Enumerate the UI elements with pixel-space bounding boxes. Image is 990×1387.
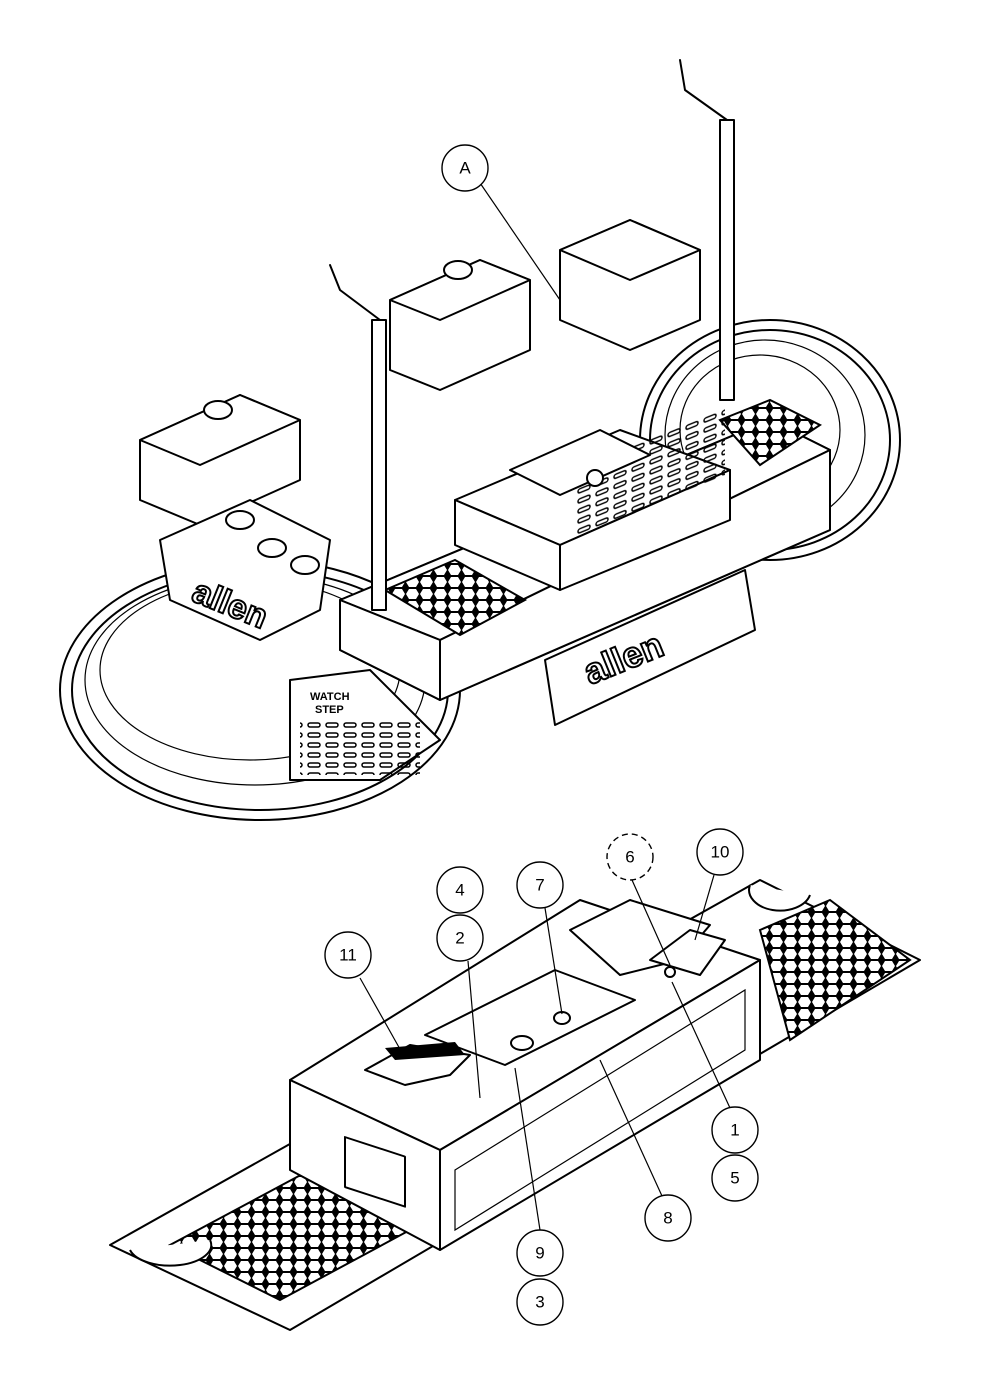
machine-assembly-view: WATCH STEP allen allen A <box>59 59 901 821</box>
fuel-tank-center <box>389 259 531 391</box>
control-panel-plate: allen <box>159 499 331 641</box>
watch-step-decal-line1: WATCH <box>310 691 350 703</box>
callout-6: 6 <box>606 833 671 966</box>
callout-detail-a-label: A <box>459 159 471 178</box>
access-panel <box>424 969 636 1066</box>
control-handle-right <box>679 59 735 401</box>
callout-2: 2 <box>436 914 484 1099</box>
engine-cover-exploded-view: 11 4 2 7 6 10 1 <box>109 828 921 1331</box>
callout-5-label: 5 <box>730 1169 739 1188</box>
callout-8-label: 8 <box>663 1209 672 1228</box>
callout-11: 11 <box>324 931 406 1059</box>
callout-detail-a: A <box>441 144 561 301</box>
fuel-tank-left <box>139 394 301 526</box>
callout-6-label: 6 <box>625 848 634 867</box>
callout-1-label: 1 <box>730 1121 739 1140</box>
callout-7-label: 7 <box>535 876 544 895</box>
callout-10: 10 <box>694 828 744 941</box>
callout-4: 4 <box>436 866 484 914</box>
callout-10-label: 10 <box>711 843 730 862</box>
callout-1: 1 <box>671 981 759 1154</box>
latch-assembly <box>364 1042 471 1086</box>
control-handle-left <box>329 264 387 611</box>
callout-5: 5 <box>711 1154 759 1202</box>
callout-11-label: 11 <box>339 946 357 965</box>
engine-cover-housing <box>454 407 731 591</box>
callout-9: 9 <box>514 1067 564 1277</box>
callout-8: 8 <box>599 1059 692 1242</box>
callout-7: 7 <box>516 861 564 1015</box>
access-hole <box>510 1035 534 1051</box>
hinge-bracket <box>569 899 726 978</box>
callout-3-label: 3 <box>535 1293 544 1312</box>
watch-step-decal-line2: STEP <box>315 704 344 716</box>
callout-2-label: 2 <box>455 929 464 948</box>
callout-4-label: 4 <box>455 881 464 900</box>
callout-3: 3 <box>516 1278 564 1326</box>
hex-deck-front <box>382 558 528 637</box>
step-plate: WATCH STEP <box>289 669 441 781</box>
battery-box <box>559 219 701 351</box>
hex-deck-rear <box>718 398 822 467</box>
callout-9-label: 9 <box>535 1244 544 1263</box>
